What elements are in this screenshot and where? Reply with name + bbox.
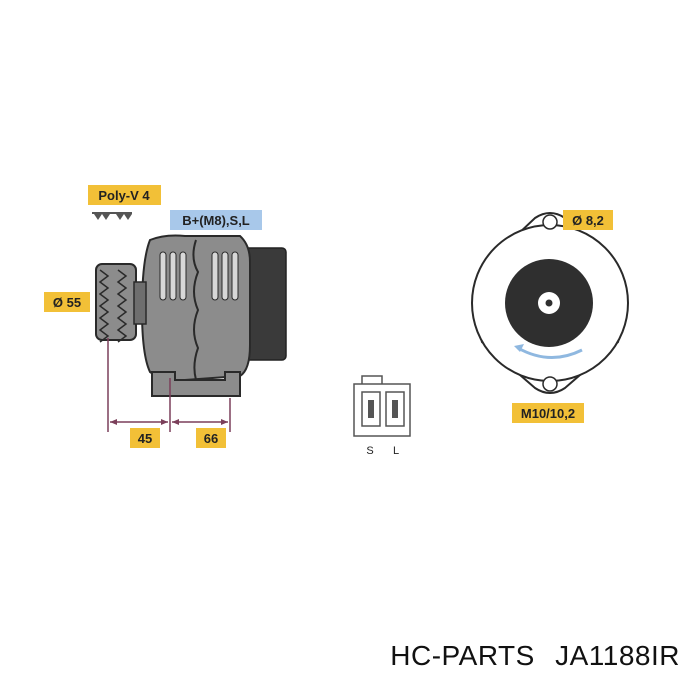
svg-text:66: 66 bbox=[204, 431, 218, 446]
pulley-diameter-label: Ø 55 bbox=[44, 292, 90, 312]
svg-text:M10/10,2: M10/10,2 bbox=[521, 406, 575, 421]
poly-v-groove-icon bbox=[92, 212, 132, 220]
shaft-center bbox=[545, 299, 553, 307]
front-vents bbox=[159, 251, 187, 301]
housing-seam bbox=[192, 239, 200, 381]
pulley bbox=[95, 263, 147, 343]
dimension-arrows bbox=[110, 419, 228, 425]
svg-text:B+(M8),S,L: B+(M8),S,L bbox=[182, 213, 250, 228]
dimension-66-label: 66 bbox=[196, 428, 226, 448]
part-number: JA1188IR bbox=[555, 640, 680, 671]
svg-text:Poly-V 4: Poly-V 4 bbox=[98, 188, 150, 203]
belt-label: Poly-V 4 bbox=[88, 185, 161, 205]
dimension-lines bbox=[107, 338, 231, 432]
alternator-front-view bbox=[471, 212, 629, 394]
brand-name: HC-PARTS bbox=[390, 640, 535, 671]
top-mount-hole bbox=[542, 214, 558, 230]
hole-diameter-label: Ø 8,2 bbox=[563, 210, 613, 230]
mounting-foot bbox=[151, 371, 241, 397]
bottom-mount-hole bbox=[542, 376, 558, 392]
svg-text:Ø 8,2: Ø 8,2 bbox=[572, 213, 604, 228]
footer-part-id: HC-PARTS JA1188IR bbox=[390, 640, 680, 672]
svg-text:45: 45 bbox=[138, 431, 152, 446]
rear-vents bbox=[211, 251, 239, 301]
dimension-45-label: 45 bbox=[130, 428, 160, 448]
svg-text:Ø 55: Ø 55 bbox=[53, 295, 81, 310]
pin-s-label: S bbox=[366, 445, 373, 457]
connector-diagram: S L bbox=[353, 375, 411, 457]
terminals-label: B+(M8),S,L bbox=[170, 210, 262, 230]
thread-label: M10/10,2 bbox=[512, 403, 584, 423]
alternator-side-view bbox=[92, 212, 287, 397]
rotation-arrow-icon bbox=[517, 346, 583, 360]
pin-l-label: L bbox=[393, 445, 399, 457]
